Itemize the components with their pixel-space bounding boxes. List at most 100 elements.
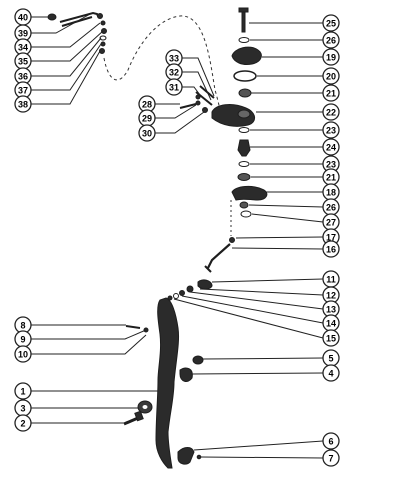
leader-30 — [155, 111, 205, 134]
callout-35: 35 — [14, 52, 32, 70]
part-housing-19 — [231, 46, 262, 65]
leader-6 — [193, 440, 324, 451]
svg-text:37: 37 — [18, 86, 28, 96]
callout-32: 32 — [165, 63, 183, 81]
svg-text:35: 35 — [18, 57, 28, 67]
callout-23a: 23 — [322, 121, 340, 139]
svg-text:26: 26 — [326, 36, 336, 46]
callout-13: 13 — [322, 300, 340, 318]
callout-20: 20 — [322, 67, 340, 85]
svg-text:15: 15 — [326, 334, 336, 344]
callout-30: 30 — [138, 124, 156, 142]
leader-7 — [200, 456, 324, 459]
leader-36 — [31, 37, 102, 77]
svg-text:7: 7 — [328, 454, 333, 464]
callout-22: 22 — [322, 103, 340, 121]
svg-text:40: 40 — [18, 13, 28, 23]
callout-28: 28 — [138, 95, 156, 113]
part-bolt-28-30 — [179, 100, 208, 113]
part-lever-18 — [231, 185, 268, 201]
leader-9 — [31, 329, 147, 340]
svg-text:26: 26 — [326, 203, 336, 213]
leader-11 — [211, 278, 324, 283]
callout-6: 6 — [322, 432, 340, 450]
svg-text:6: 6 — [328, 437, 333, 447]
leader-26b — [248, 204, 324, 208]
svg-text:14: 14 — [326, 319, 336, 329]
leader-32 — [182, 71, 212, 101]
leader-17 — [235, 236, 324, 239]
callout-1: 1 — [14, 382, 32, 400]
svg-text:34: 34 — [18, 43, 28, 53]
svg-text:8: 8 — [20, 321, 25, 331]
leader-14 — [181, 295, 324, 324]
svg-text:21: 21 — [326, 89, 336, 99]
part-ring-20 — [233, 70, 257, 82]
callout-10: 10 — [14, 345, 32, 363]
part-clip-4-5 — [179, 355, 204, 382]
leader-33 — [182, 57, 215, 97]
leader-13 — [189, 291, 324, 310]
part-shift-bracket — [211, 104, 255, 127]
svg-text:17: 17 — [326, 233, 336, 243]
part-washer-26 — [238, 37, 250, 43]
svg-text:3: 3 — [20, 404, 25, 414]
svg-text:32: 32 — [169, 68, 179, 78]
leader-29 — [155, 104, 197, 119]
svg-text:30: 30 — [142, 129, 152, 139]
svg-text:2: 2 — [20, 419, 25, 429]
part-bolt-25 — [238, 7, 249, 33]
part-hardware-stack-top-left — [99, 20, 107, 54]
leader-31 — [182, 86, 201, 96]
svg-text:20: 20 — [326, 72, 336, 82]
svg-text:29: 29 — [142, 114, 152, 124]
callout-14: 14 — [322, 314, 340, 332]
part-nut-26b — [239, 201, 249, 209]
part-bracket-6-7 — [177, 447, 202, 465]
svg-text:4: 4 — [328, 369, 333, 379]
leader-35 — [31, 30, 104, 62]
svg-text:21: 21 — [326, 173, 336, 183]
callout-17: 17 — [322, 228, 340, 246]
svg-text:12: 12 — [326, 291, 336, 301]
svg-text:9: 9 — [20, 335, 25, 345]
callout-4: 4 — [322, 364, 340, 382]
callout-15: 15 — [322, 329, 340, 347]
callout-38: 38 — [14, 95, 32, 113]
callout-2: 2 — [14, 414, 32, 432]
leader-37 — [31, 43, 102, 91]
svg-text:31: 31 — [169, 83, 179, 93]
callout-31: 31 — [165, 78, 183, 96]
svg-text:39: 39 — [18, 29, 28, 39]
part-washer-23a — [238, 127, 250, 133]
part-washer-23b — [238, 161, 250, 167]
svg-text:28: 28 — [142, 100, 152, 110]
leader-10 — [31, 334, 147, 355]
callout-29: 29 — [138, 109, 156, 127]
leader-16 — [231, 247, 324, 250]
svg-text:10: 10 — [18, 350, 28, 360]
callout-18: 18 — [322, 183, 340, 201]
callout-16: 16 — [322, 240, 340, 258]
callout-25: 25 — [322, 14, 340, 32]
svg-text:13: 13 — [326, 305, 336, 315]
part-fastener-stack-11-15 — [167, 279, 213, 301]
svg-text:5: 5 — [328, 354, 333, 364]
callout-24: 24 — [322, 138, 340, 156]
part-washer-21a — [238, 88, 252, 98]
callout-26a: 26 — [322, 31, 340, 49]
callout-26b: 26 — [322, 198, 340, 216]
leader-39 — [31, 12, 93, 34]
svg-text:22: 22 — [326, 108, 336, 118]
part-link-rod-top-left — [47, 11, 103, 27]
leader-34 — [31, 22, 101, 48]
svg-text:1: 1 — [20, 387, 25, 397]
leader-15 — [173, 298, 324, 339]
svg-text:33: 33 — [169, 54, 179, 64]
callout-40: 40 — [14, 8, 32, 26]
svg-text:16: 16 — [326, 245, 336, 255]
callout-21b: 21 — [322, 168, 340, 186]
callout-39: 39 — [14, 24, 32, 42]
callout-34: 34 — [14, 38, 32, 56]
